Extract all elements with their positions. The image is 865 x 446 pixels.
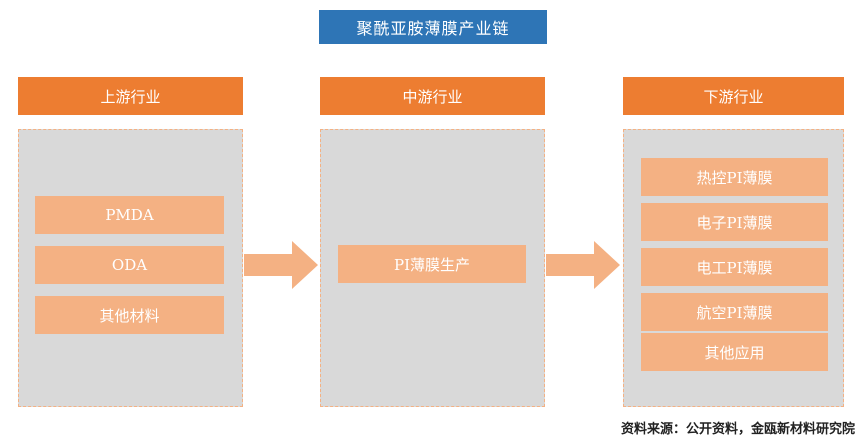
item-other-materials: 其他材料 — [35, 296, 224, 334]
header-upstream: 上游行业 — [18, 77, 243, 115]
item-pmda: PMDA — [35, 196, 224, 234]
item-oda: ODA — [35, 246, 224, 284]
header-midstream: 中游行业 — [320, 77, 545, 115]
arrow-right-icon — [546, 241, 620, 289]
panel-midstream: PI薄膜生产 — [320, 129, 545, 407]
panel-upstream: PMDA ODA 其他材料 — [18, 129, 243, 407]
panel-downstream: 热控PI薄膜 电子PI薄膜 电工PI薄膜 航空PI薄膜 其他应用 — [623, 129, 844, 407]
item-electronic-pi-film: 电子PI薄膜 — [641, 203, 828, 241]
diagram-title: 聚酰亚胺薄膜产业链 — [319, 10, 547, 44]
item-thermal-pi-film: 热控PI薄膜 — [641, 158, 828, 196]
source-note: 资料来源：公开资料，金瓯新材料研究院 — [620, 422, 855, 437]
header-downstream: 下游行业 — [623, 77, 844, 115]
item-other-applications: 其他应用 — [641, 333, 828, 371]
item-electrical-pi-film: 电工PI薄膜 — [641, 248, 828, 286]
arrow-right-icon — [244, 241, 318, 289]
item-pi-film-production: PI薄膜生产 — [338, 245, 526, 283]
item-aviation-pi-film: 航空PI薄膜 — [641, 293, 828, 331]
